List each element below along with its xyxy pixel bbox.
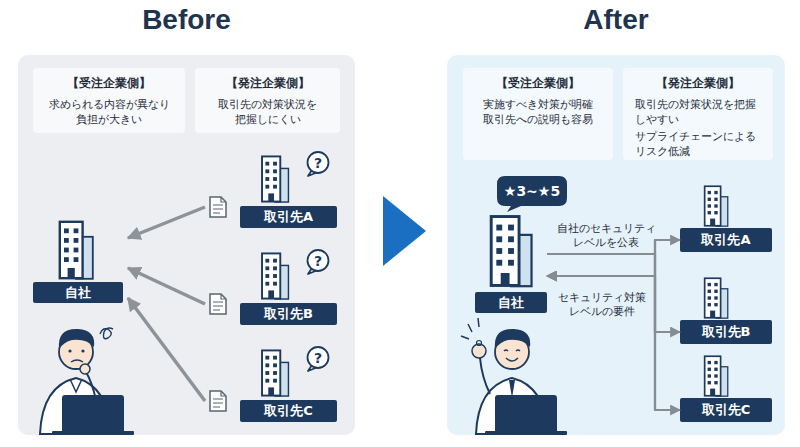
panel-title: Before (18, 3, 355, 37)
company-node: 取引先A (680, 183, 772, 252)
connector-arrow (128, 207, 205, 238)
box-body: 取引先の対策状況を 把握しにくい (199, 98, 336, 127)
connector-arrow (547, 240, 680, 276)
company-label: 取引先A (240, 206, 337, 228)
person-collar (70, 379, 82, 392)
transition-arrow (383, 196, 426, 266)
box-heading: 【発注企業側】 (199, 75, 336, 91)
person-eye (516, 350, 520, 351)
ok-sign (477, 341, 482, 346)
info-box: 【受注企業側】求められる内容が異なり 負担が大きい (33, 68, 185, 133)
company-label: 自社 (475, 292, 547, 313)
person-eye (81, 349, 84, 352)
company-label: 取引先A (680, 228, 772, 252)
person-hand (80, 364, 90, 374)
building-icon (491, 217, 531, 287)
sparkle-lines (461, 318, 479, 339)
company-node: 自社 (475, 205, 547, 313)
building-icon (705, 278, 728, 318)
worry-scribble (100, 328, 113, 339)
question-mark: ? (306, 151, 330, 174)
person-body (40, 378, 112, 434)
person-hand (472, 344, 486, 358)
comparison-panel: Before【受注企業側】求められる内容が異なり 負担が大きい【発注企業側】取引… (18, 55, 355, 435)
connector-arrow (547, 254, 680, 332)
building-icon (262, 156, 288, 202)
person-hair (495, 329, 530, 349)
company-node: 取引先B (680, 275, 772, 344)
building-icon (262, 350, 288, 396)
info-box: 【発注企業側】取引先の対策状況を 把握しにくい (195, 68, 340, 133)
panel-title: After (447, 3, 785, 37)
question-bubble: ? (306, 249, 330, 275)
bubble-shape (497, 176, 567, 212)
person-arm (480, 358, 490, 394)
question-bubble: ? (306, 151, 330, 177)
connector-arrow (547, 276, 680, 410)
box-heading: 【受注企業側】 (467, 75, 609, 91)
connector-arrow (128, 298, 205, 401)
box-body: サプライチェーンによる リスク低減 (635, 130, 769, 159)
person-body (476, 378, 549, 434)
company-label: 自社 (33, 282, 123, 303)
company-node: 取引先B (205, 247, 338, 325)
person-head (495, 335, 529, 369)
question-bubble: ? (306, 346, 330, 372)
person-head (59, 335, 93, 369)
person-hair (59, 329, 94, 349)
info-box: 【発注企業側】取引先の対策状況を把握 しやすいサプライチェーンによる リスク低減 (623, 68, 773, 160)
company-label: 取引先C (240, 400, 337, 422)
person-eye (504, 350, 508, 351)
box-body: 取引先の対策状況を把握 しやすい (635, 98, 769, 127)
building-icon (705, 186, 728, 226)
box-body: 実施すべき対策が明確 取引先への説明も容易 (467, 98, 609, 127)
document-icon (210, 391, 226, 411)
box-heading: 【受注企業側】 (37, 75, 181, 91)
connector-arrow (547, 240, 680, 254)
company-node: 取引先C (680, 353, 772, 422)
building-icon (705, 356, 728, 396)
company-label: 取引先B (680, 320, 772, 344)
person-mouth (506, 358, 518, 361)
company-node: 取引先C (205, 344, 338, 422)
box-body: 求められる内容が異なり 負担が大きい (37, 98, 181, 127)
company-node: 自社 (30, 220, 128, 304)
connector-arrow (547, 254, 680, 410)
person-eye (68, 349, 71, 352)
company-node: 取引先A (205, 150, 338, 228)
person-tie (509, 380, 515, 398)
box-heading: 【発注企業側】 (627, 75, 769, 91)
building-icon (60, 222, 93, 279)
rating-bubble: ★3~★5 (497, 176, 567, 212)
info-box: 【受注企業側】実施すべき対策が明確 取引先への説明も容易 (463, 68, 613, 160)
rating-text: ★3~★5 (497, 176, 567, 206)
person-arm (86, 372, 96, 400)
document-icon (210, 197, 226, 217)
person-mouth (71, 360, 83, 362)
question-mark: ? (306, 346, 330, 369)
company-label: 取引先C (680, 398, 772, 422)
company-label: 取引先B (240, 303, 337, 325)
question-mark: ? (306, 249, 330, 272)
laptop (495, 395, 557, 433)
connector-arrow (128, 268, 205, 304)
laptop-base (52, 431, 134, 435)
building-icon (262, 253, 288, 299)
comparison-panel: After【受注企業側】実施すべき対策が明確 取引先への説明も容易【発注企業側】… (447, 55, 785, 435)
document-icon (210, 294, 226, 314)
connector-arrow (547, 276, 680, 332)
laptop-base (485, 431, 567, 435)
laptop (62, 395, 124, 433)
